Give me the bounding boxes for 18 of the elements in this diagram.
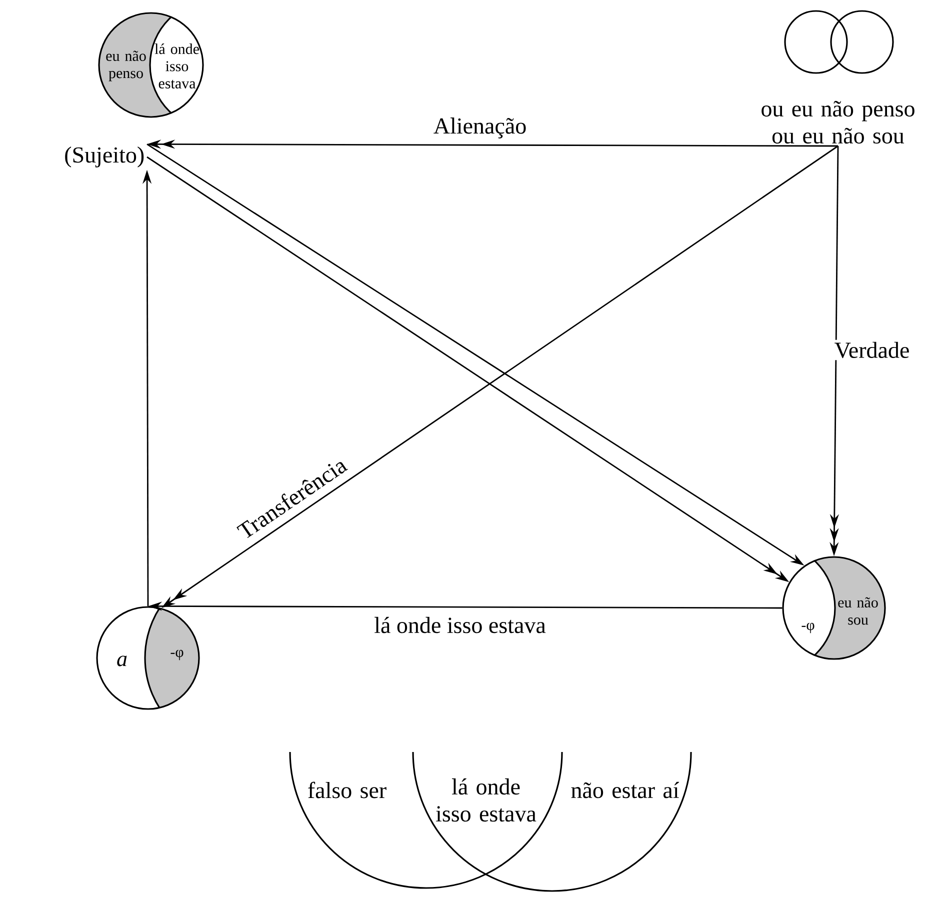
edge-label: lá onde isso estava	[372, 614, 548, 636]
circle-label: eu não sou	[838, 597, 878, 625]
node-label: ou eu não penso ou eu não sou	[762, 100, 914, 144]
circle-label: -φ	[802, 622, 814, 634]
overlapping-arcs	[289, 752, 692, 892]
position-label: (Sujeito)	[65, 146, 144, 168]
circle-label: -φ	[170, 650, 184, 660]
circle-label: lá onde isso estava	[154, 44, 199, 88]
edge-label: Alienação	[431, 116, 529, 140]
circle-label: eu não penso	[106, 50, 146, 82]
circle-label: a	[117, 656, 127, 666]
region-label: falso ser	[308, 782, 386, 798]
shaded-circle	[98, 12, 204, 118]
region-label: lá onde isso estava	[436, 778, 536, 822]
shaded-circle	[782, 556, 886, 660]
edge-label: Verdade	[832, 340, 912, 360]
shaded-circle	[96, 606, 200, 710]
region-label: não estar aí	[571, 782, 680, 798]
